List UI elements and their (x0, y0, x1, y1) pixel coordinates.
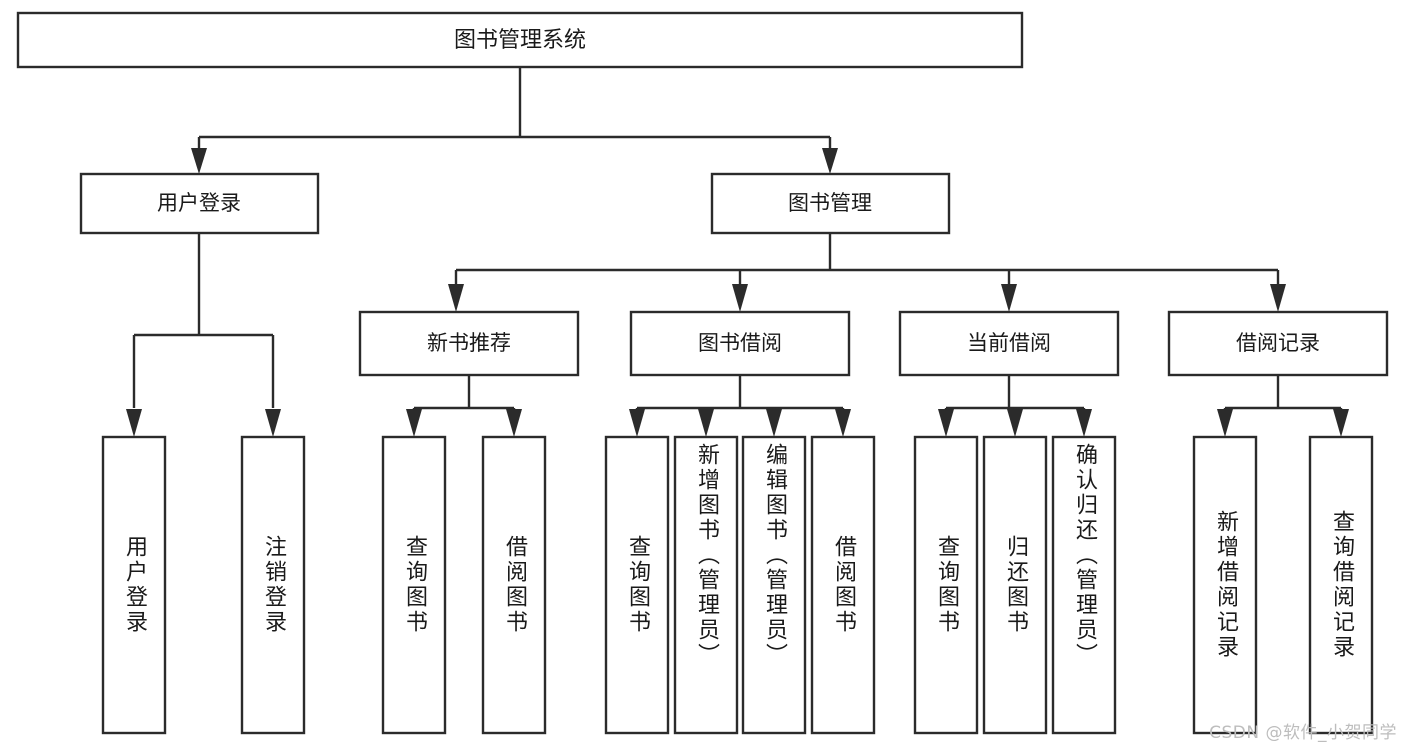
leaf-box-current-borrow-3[interactable] (1051, 435, 1117, 735)
leaf-box-book-borrow-1[interactable] (604, 435, 670, 735)
node-root-box[interactable] (16, 11, 1024, 69)
leaf-box-book-borrow-4[interactable] (810, 435, 876, 735)
node-borrow-record-label: 借阅记录 (1236, 331, 1320, 355)
node-user-login-label: 用户登录 (157, 191, 241, 215)
node-user-login-box[interactable] (79, 172, 320, 235)
node-book-manage[interactable]: 图书管理 (710, 172, 951, 235)
arrowhead-leaf-bookborrow-4 (835, 409, 851, 437)
leaf-box-new-book-recommend-2[interactable] (481, 435, 547, 735)
node-current-borrow[interactable]: 当前借阅 (898, 310, 1120, 377)
leaf-box-borrow-record-1[interactable] (1192, 435, 1258, 735)
node-user-login[interactable]: 用户登录 (79, 172, 320, 235)
leaf-box-borrow-record-2[interactable] (1308, 435, 1374, 735)
node-current-borrow-box[interactable] (898, 310, 1120, 377)
arrowhead-book-manage (822, 148, 838, 174)
node-root[interactable]: 图书管理系统 (16, 11, 1024, 69)
leaf-box-current-borrow-2[interactable] (982, 435, 1048, 735)
leaf-box-user-login-1[interactable] (101, 435, 167, 735)
node-borrow-record-box[interactable] (1167, 310, 1389, 377)
connector-layer (126, 67, 1349, 437)
arrowhead-leaf-user-login-2 (265, 409, 281, 437)
node-layer: 图书管理系统 用户登录 图书管理 新书推荐 图书借阅 当前 (16, 11, 1389, 735)
arrowhead-book-borrow (732, 284, 748, 312)
arrowhead-new-book-recommend (448, 284, 464, 312)
arrowhead-leaf-newbook-2 (506, 409, 522, 437)
node-book-borrow[interactable]: 图书借阅 (629, 310, 851, 377)
node-borrow-record[interactable]: 借阅记录 (1167, 310, 1389, 377)
arrowhead-leaf-borrowrecord-2 (1333, 409, 1349, 437)
arrowhead-leaf-user-login-1 (126, 409, 142, 437)
arrowhead-current-borrow (1001, 284, 1017, 312)
arrowhead-user-login (191, 148, 207, 174)
arrowhead-leaf-bookborrow-2 (698, 409, 714, 437)
node-book-borrow-label: 图书借阅 (698, 331, 782, 355)
node-current-borrow-label: 当前借阅 (967, 331, 1051, 355)
leaf-box-book-borrow-3[interactable] (741, 435, 807, 735)
arrowhead-borrow-record (1270, 284, 1286, 312)
node-book-manage-box[interactable] (710, 172, 951, 235)
arrowhead-leaf-currentborrow-1 (938, 409, 954, 437)
node-book-manage-label: 图书管理 (788, 191, 872, 215)
arrowhead-leaf-newbook-1 (406, 409, 422, 437)
node-new-book-recommend-label: 新书推荐 (427, 331, 511, 355)
arrowhead-leaf-borrowrecord-1 (1217, 409, 1233, 437)
arrowhead-leaf-bookborrow-3 (766, 409, 782, 437)
node-new-book-recommend[interactable]: 新书推荐 (358, 310, 580, 377)
arrowhead-leaf-currentborrow-2 (1007, 409, 1023, 437)
node-new-book-recommend-box[interactable] (358, 310, 580, 377)
watermark-text: CSDN @软件_小贺同学 (1209, 723, 1397, 743)
leaf-box-current-borrow-1[interactable] (913, 435, 979, 735)
leaf-box-new-book-recommend-1[interactable] (381, 435, 447, 735)
leaf-box-book-borrow-2[interactable] (673, 435, 739, 735)
leaf-box-user-login-2[interactable] (240, 435, 306, 735)
node-root-label: 图书管理系统 (454, 28, 586, 53)
arrowhead-leaf-bookborrow-1 (629, 409, 645, 437)
node-book-borrow-box[interactable] (629, 310, 851, 377)
arrowhead-leaf-currentborrow-3 (1076, 409, 1092, 437)
